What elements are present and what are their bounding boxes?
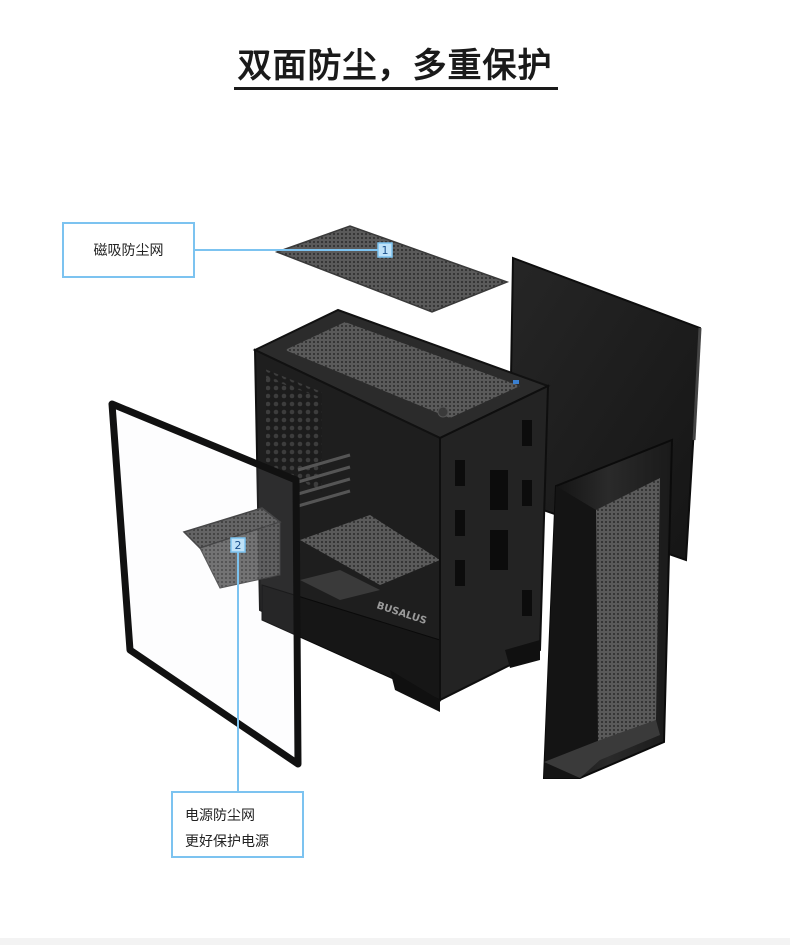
callout-1-label: 磁吸防尘网 [93, 243, 164, 259]
page-title: 双面防尘，多重保护 [237, 46, 553, 86]
marker-2-number: 2 [235, 539, 242, 552]
tempered-glass-panel [108, 400, 302, 768]
marker-1-number: 1 [382, 244, 389, 257]
marker-2 [230, 537, 246, 553]
callout-1-leader: 1 [195, 242, 393, 258]
callout-psu-filter: 电源防尘网 更好保护电源 [171, 791, 304, 858]
callout-2-line-1: 电源防尘网 [185, 808, 255, 824]
footer-divider [0, 938, 790, 945]
callout-2-leader: 2 [230, 537, 246, 791]
front-panel [542, 438, 674, 779]
marker-1 [377, 242, 393, 258]
title-underline [234, 87, 558, 90]
psu-dust-filter [182, 507, 282, 589]
callout-magnetic-filter: 磁吸防尘网 [62, 222, 195, 278]
callout-2-line-2: 更好保护电源 [185, 834, 269, 850]
top-dust-filter [274, 225, 510, 313]
